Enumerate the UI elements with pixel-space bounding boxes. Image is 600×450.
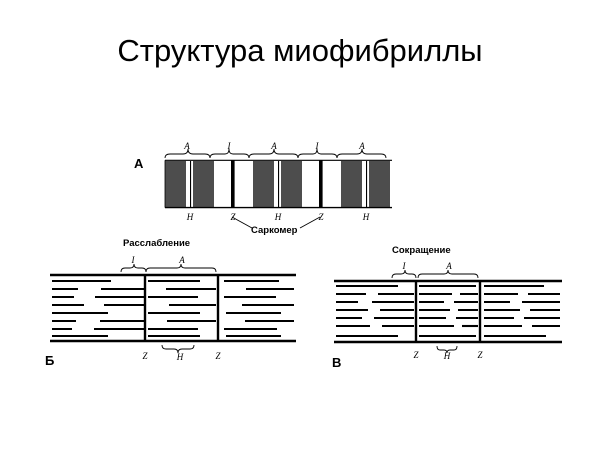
panel-b-bottom-label-z2: Z [215,351,221,361]
panel-b-title: Расслабление [123,238,191,249]
panel-a-sarcomere-leaders [231,216,321,229]
panel-v-h-brace [436,345,458,354]
panel-v-bottom-label-z1: Z [413,350,419,360]
panel-a-bottom-label-4: Z [318,212,324,222]
panel-a-striation-strip [164,159,392,209]
panel-a-bottom-label-1: H [186,212,194,222]
panel-b-letter: Б [45,353,55,368]
panel-a-letter: А [134,156,144,171]
panel-a-h-zone-edges [190,161,368,207]
panel-v-top-braces [391,269,479,279]
panel-a-brace-label-5: A [358,141,365,151]
panel-a-brace-label-2: I [227,141,232,151]
panel-b-brace-label-i: I [131,255,136,265]
panel-v-title: Сокращение [392,245,451,256]
panel-a-svg: A I A I A [164,141,392,229]
panel-v-brace-label-a: A [445,261,452,271]
sarcomere-label: Саркомер [251,225,298,236]
panel-b-top-braces [120,263,217,273]
panel-v-letter: В [332,355,342,370]
panel-b-bottom-label-h: H [176,352,184,362]
panel-b-filaments [50,273,296,343]
panel-a-brace-label-3: A [270,141,277,151]
panel-b-h-brace [161,344,195,354]
panel-b-svg: I A [50,255,296,362]
panel-a-bottom-label-3: H [274,212,282,222]
panel-a-bottom-label-5: H [362,212,370,222]
panel-b-brace-label-a: A [178,255,185,265]
panel-v-filaments [334,279,562,344]
panel-a-top-braces [164,148,387,159]
panel-a-dark-bands [165,161,390,207]
panel-b-bottom-label-z1: Z [142,351,148,361]
panel-a-z-lines [231,160,323,208]
panel-v-figure: I A [332,258,564,364]
panel-b-figure: I A [48,252,298,364]
panel-a-figure: A I A I A [160,138,400,236]
panel-v-brace-label-i: I [402,261,407,271]
panel-v-svg: I A [334,261,562,361]
panel-v-bottom-label-h: H [443,351,451,361]
panel-a-bottom-label-2: Z [230,212,236,222]
panel-a-brace-label-4: I [315,141,320,151]
panel-a-brace-label-1: A [183,141,190,151]
page-title: Структура миофибриллы [117,33,483,68]
panel-v-bottom-label-z2: Z [477,350,483,360]
